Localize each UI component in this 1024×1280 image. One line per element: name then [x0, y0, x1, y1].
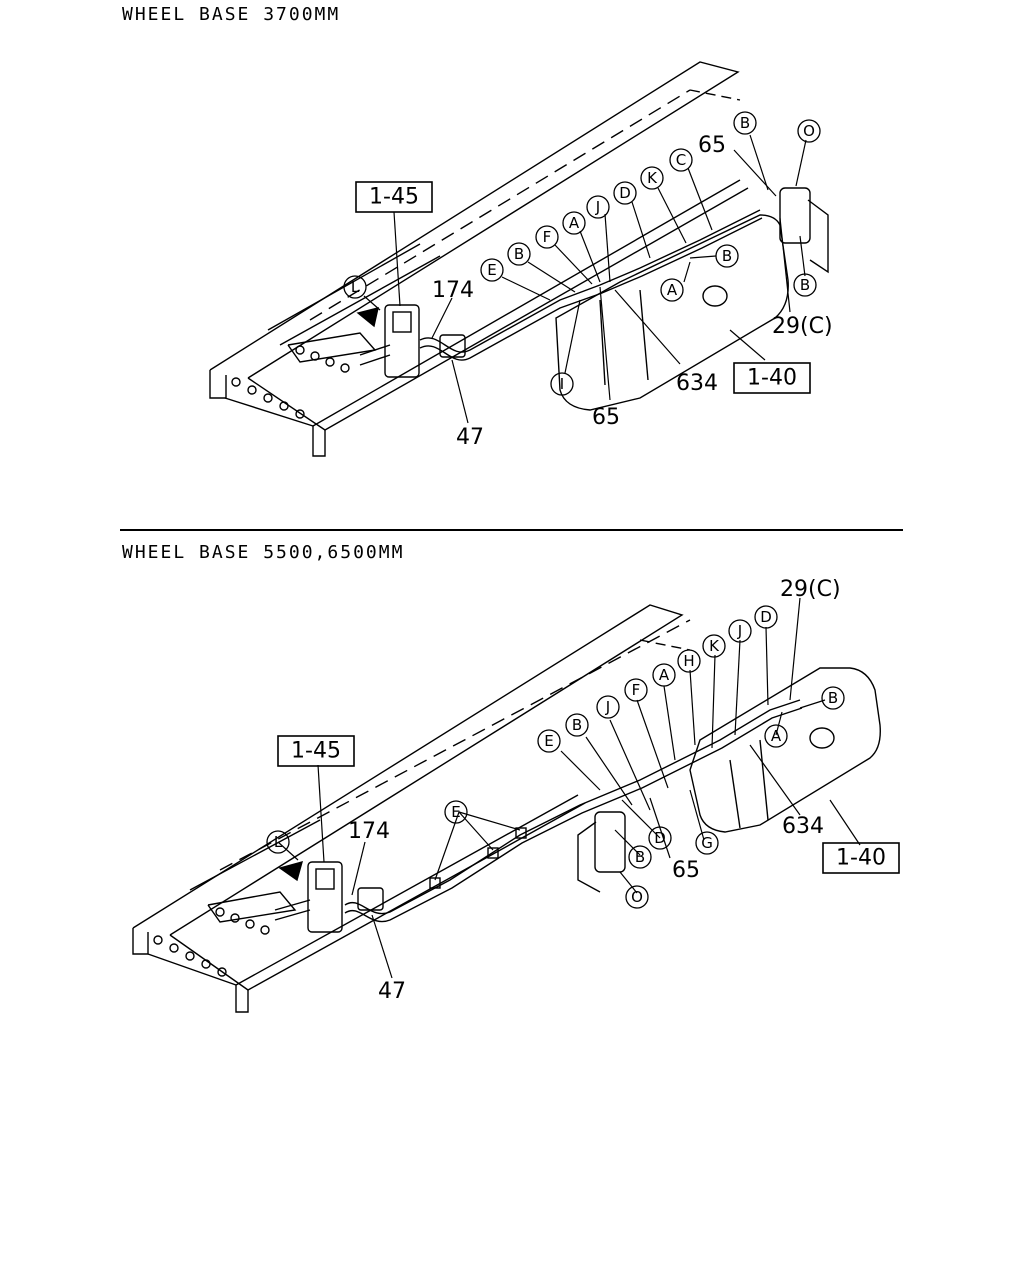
- callout-letter: J: [595, 198, 600, 216]
- callout-letter: A: [667, 281, 678, 299]
- fuel-lines-1: [419, 209, 763, 361]
- leader-lines-1: [363, 134, 807, 424]
- callout-letter: B: [572, 716, 582, 734]
- part-number-634: 634: [676, 371, 718, 396]
- callout-letter: O: [803, 122, 815, 140]
- part-number-65: 65: [592, 405, 620, 430]
- water-separator-1: [779, 187, 829, 274]
- section-title-wheel-base-3700: WHEEL BASE 3700MM: [122, 4, 341, 25]
- callout-letter: B: [722, 247, 732, 265]
- section-title-wheel-base-5500-6500: WHEEL BASE 5500,6500MM: [122, 542, 405, 563]
- callout-letter: E: [451, 803, 460, 821]
- callout-letter: A: [771, 727, 782, 745]
- ref-box-outline: [822, 842, 900, 874]
- ref-box-1-40: 1-40: [747, 366, 797, 391]
- callout-letter: J: [605, 698, 610, 716]
- callout-letter: K: [709, 637, 720, 655]
- callout-letter: L: [351, 278, 360, 296]
- callout-letter: C: [676, 151, 686, 169]
- callout-letter: K: [647, 169, 658, 187]
- diagram-2: [132, 597, 900, 1013]
- ref-box-1-45: 1-45: [291, 739, 341, 764]
- callout-letter: G: [701, 834, 713, 852]
- part-number-47: 47: [378, 979, 406, 1004]
- fuel-filter-assembly-2: [274, 861, 343, 933]
- ref-box-outline: [277, 735, 355, 767]
- callout-letter: L: [274, 833, 283, 851]
- callout-letter: O: [631, 888, 643, 906]
- part-number-174: 174: [432, 278, 474, 303]
- fuel-tank-2: [689, 667, 881, 833]
- ref-box-outline: [733, 362, 811, 394]
- callout-letter: A: [659, 666, 670, 684]
- callout-letter: A: [569, 214, 580, 232]
- part-number-634: 634: [782, 814, 824, 839]
- fuel-filter-assembly-1: [356, 304, 420, 378]
- ref-box-outline: [355, 181, 433, 213]
- leader-lines-2: [277, 597, 861, 979]
- chassis-frame-2: [132, 604, 691, 1013]
- water-separator-2: [577, 811, 626, 893]
- part-number-47: 47: [456, 425, 484, 450]
- callout-letter: F: [543, 228, 552, 246]
- callout-letter: B: [800, 276, 810, 294]
- fuel-tank-1: [555, 214, 789, 411]
- callout-letter: D: [619, 184, 631, 202]
- part-number-29c: 29(C): [772, 314, 833, 339]
- callout-circles-1: [343, 111, 821, 396]
- fuel-lines-2: [344, 699, 803, 923]
- diagram-1: [209, 61, 829, 457]
- callout-letter: J: [737, 622, 742, 640]
- callout-letter: F: [632, 681, 641, 699]
- ref-box-1-45: 1-45: [369, 185, 419, 210]
- callout-letter: B: [635, 848, 645, 866]
- part-number-65: 65: [672, 858, 700, 883]
- callout-letter: H: [683, 652, 694, 670]
- ref-box-1-40: 1-40: [836, 846, 886, 871]
- callout-letter: B: [514, 245, 524, 263]
- callout-letter: E: [487, 261, 496, 279]
- part-number-29c: 29(C): [780, 577, 841, 602]
- callout-letter: D: [760, 608, 772, 626]
- callout-letter: I: [560, 375, 564, 393]
- callout-circles-2: [266, 605, 845, 909]
- part-number-174: 174: [348, 819, 390, 844]
- callout-letter: B: [828, 689, 838, 707]
- callout-letter: B: [740, 114, 750, 132]
- callout-letter: E: [544, 732, 553, 750]
- callout-letter: D: [654, 829, 666, 847]
- part-number-65: 65: [698, 133, 726, 158]
